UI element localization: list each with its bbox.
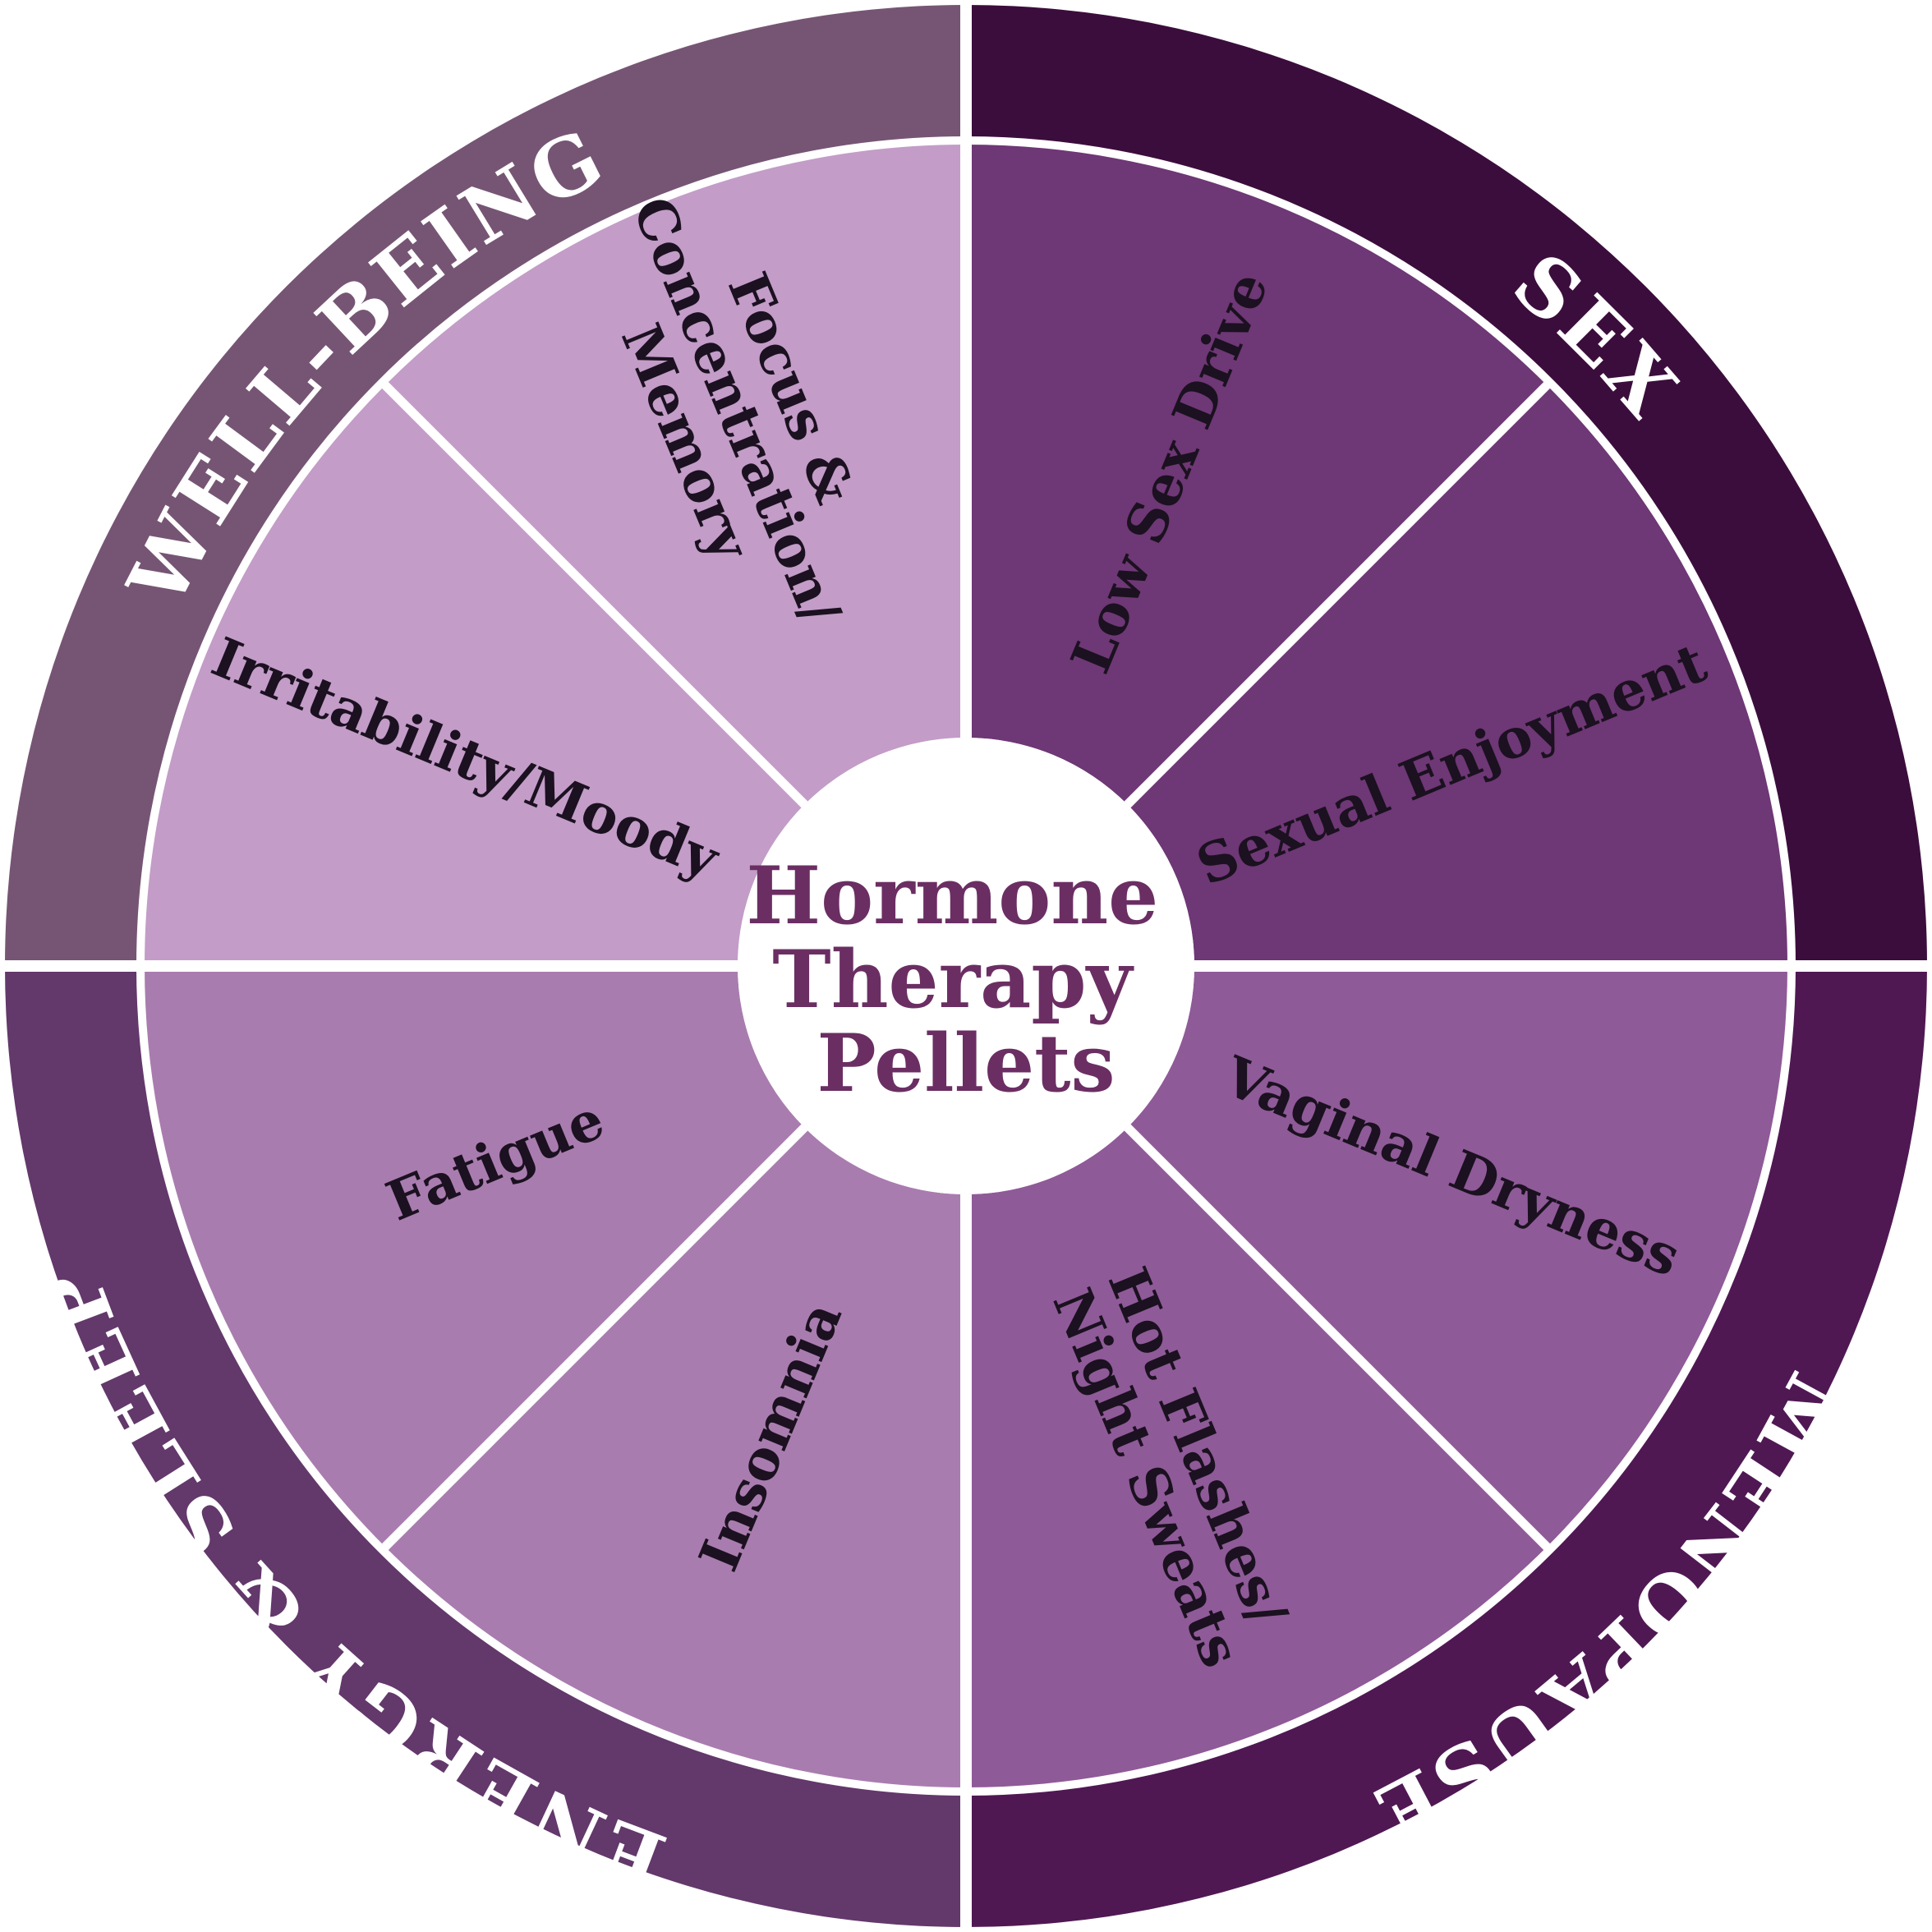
ring-quadrant-energy-sleep [5,966,966,1927]
ring-quadrant-sex [966,5,1927,966]
separator-line [1124,1124,1553,1553]
segment-insomnia [382,1127,967,1792]
center-hub [738,738,1194,1194]
segment-sexual-enjoyment [1127,382,1792,967]
separator-line [379,1124,808,1553]
center-title: Hormone Therapy Pellets [746,849,1185,1110]
segment-low-sex-drive [966,140,1550,805]
segment-fatigue [140,966,805,1550]
separator-line [379,379,808,808]
segment-vaginal-dryness [1127,966,1792,1550]
segment-focus-concentration-memory [382,140,967,805]
ring-border [136,136,1796,1796]
inner-segments [140,140,1792,1792]
outer-ring [5,5,1927,1927]
segment-irritability [140,382,805,967]
separator-line [1124,379,1553,808]
segment-hot-flashes-night-sweats [966,1127,1550,1792]
ring-quadrant-menopause [966,966,1927,1927]
ring-quadrant-well-being [5,5,966,966]
